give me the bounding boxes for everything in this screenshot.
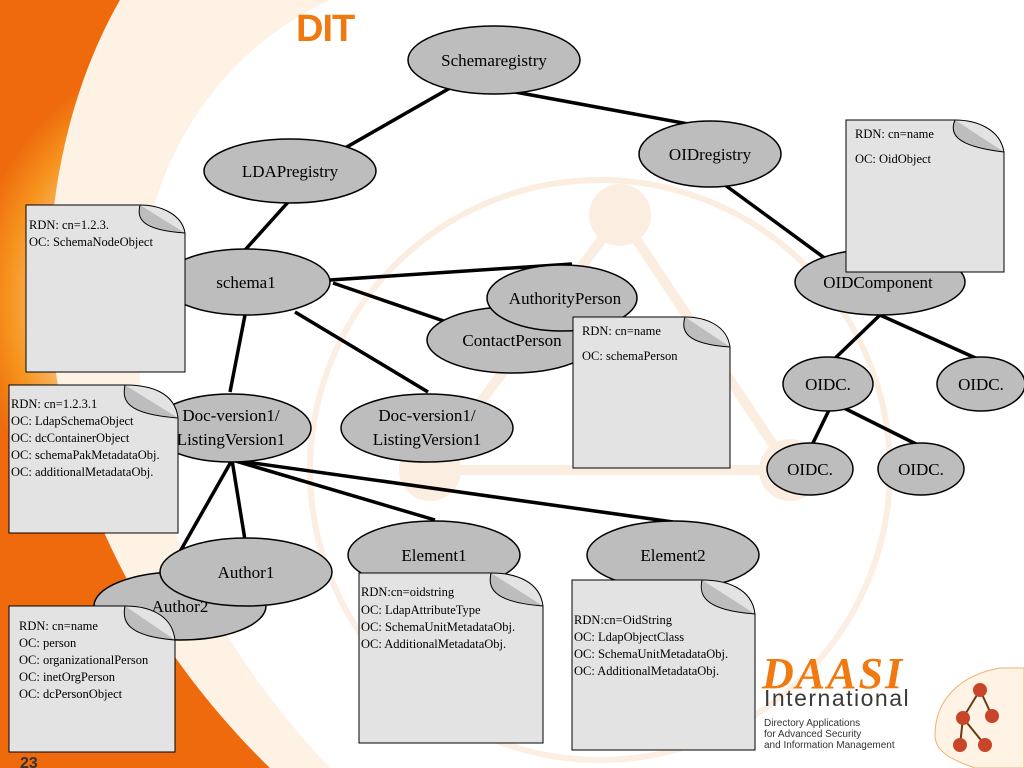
note-oid: RDN: cn=name OC: OidObject <box>845 119 1005 273</box>
node-oidc-4: OIDC. <box>877 442 965 496</box>
edge-doc1-element2 <box>231 458 674 524</box>
tree-nodes: Schemaregistry LDAPregistry OIDregistry … <box>93 25 1024 641</box>
svg-text:OC: OidObject: OC: OidObject <box>855 152 932 166</box>
logo-name: DAASI <box>761 649 904 698</box>
svg-text:Author2: Author2 <box>152 597 209 616</box>
node-oidc-1: OIDC. <box>782 356 874 412</box>
svg-text:RDN: cn=1.2.3.: RDN: cn=1.2.3. <box>29 218 109 232</box>
svg-text:OC: schemaPakMetadataObj.: OC: schemaPakMetadataObj. <box>11 448 160 462</box>
svg-text:ContactPerson: ContactPerson <box>462 331 562 350</box>
page-number: 23 <box>20 755 38 768</box>
svg-text:ListingVersion1: ListingVersion1 <box>373 430 482 449</box>
svg-text:OC: SchemaUnitMetadataObj.: OC: SchemaUnitMetadataObj. <box>361 620 515 634</box>
edge-schemaregistry-ldapregistry <box>344 86 451 150</box>
note-author: RDN: cn=name OC: person OC: organization… <box>8 605 176 753</box>
logo-tagline-2: for Advanced Security <box>764 729 861 740</box>
edge-oidcomponent-oidc2 <box>879 313 981 362</box>
note-person: RDN: cn=name OC: schemaPerson <box>572 316 731 469</box>
svg-text:OC: LdapSchemaObject: OC: LdapSchemaObject <box>11 414 134 428</box>
svg-text:OIDC.: OIDC. <box>805 375 851 394</box>
svg-text:OC: SchemaUnitMetadataObj.: OC: SchemaUnitMetadataObj. <box>574 647 728 661</box>
svg-text:LDAPregistry: LDAPregistry <box>242 162 339 181</box>
svg-text:AuthorityPerson: AuthorityPerson <box>509 289 622 308</box>
edge-ldapregistry-schema1 <box>243 198 292 252</box>
svg-text:OC: LdapObjectClass: OC: LdapObjectClass <box>574 630 684 644</box>
svg-text:Author1: Author1 <box>218 563 275 582</box>
svg-text:RDN:cn=oidstring: RDN:cn=oidstring <box>361 585 455 599</box>
svg-text:OIDComponent: OIDComponent <box>823 273 933 292</box>
note-element1: RDN:cn=oidstring OC: LdapAttributeType O… <box>358 572 544 744</box>
svg-text:Doc-version1/: Doc-version1/ <box>378 406 476 425</box>
node-authorityperson: AuthorityPerson <box>486 264 638 332</box>
svg-text:OIDC.: OIDC. <box>787 460 833 479</box>
edge-oidcomponent-oidc1 <box>826 313 882 367</box>
orange-swoosh <box>0 0 270 768</box>
node-oidregistry: OIDregistry <box>638 120 782 188</box>
edge-schema1-doc2 <box>294 310 429 394</box>
svg-text:OC: inetOrgPerson: OC: inetOrgPerson <box>19 670 116 684</box>
svg-text:OIDC.: OIDC. <box>898 460 944 479</box>
orange-swoosh-light <box>49 0 331 768</box>
note-element2: RDN:cn=OidString OC: LdapObjectClass OC:… <box>571 579 756 751</box>
node-author1: Author1 <box>159 537 333 607</box>
svg-text:OC: LdapAttributeType: OC: LdapAttributeType <box>361 603 481 617</box>
svg-text:OC: organizationalPerson: OC: organizationalPerson <box>19 653 149 667</box>
svg-text:RDN: cn=name: RDN: cn=name <box>582 324 661 338</box>
svg-text:Doc-version1/: Doc-version1/ <box>182 406 280 425</box>
svg-text:OIDC.: OIDC. <box>958 375 1004 394</box>
edge-doc1-element1 <box>231 458 436 522</box>
node-oidc-3: OIDC. <box>766 442 854 496</box>
note-doc: RDN: cn=1.2.3.1 OC: LdapSchemaObject OC:… <box>8 384 179 534</box>
edge-doc1-author1 <box>230 459 247 541</box>
node-element2: Element2 <box>586 520 760 590</box>
svg-text:Element2: Element2 <box>640 546 705 565</box>
svg-text:OC: schemaPerson: OC: schemaPerson <box>582 349 678 363</box>
svg-text:Schemaregistry: Schemaregistry <box>441 51 547 70</box>
logo-subname: International <box>764 685 910 711</box>
logo-tagline-1: Directory Applications <box>764 718 860 729</box>
svg-text:OC: dcPersonObject: OC: dcPersonObject <box>19 687 123 701</box>
svg-text:ListingVersion1: ListingVersion1 <box>177 430 286 449</box>
edge-schemaregistry-oidregistry <box>514 90 711 130</box>
svg-text:RDN: cn=1.2.3.1: RDN: cn=1.2.3.1 <box>11 397 97 411</box>
logo-molecule-icon <box>934 667 1024 768</box>
svg-text:OC: dcContainerObject: OC: dcContainerObject <box>11 431 130 445</box>
node-schemaregistry: Schemaregistry <box>407 25 581 95</box>
node-doc-version1-b: Doc-version1/ ListingVersion1 <box>340 393 514 463</box>
edge-schema1-doc1 <box>228 314 247 393</box>
daasi-logo: DAASI International Directory Applicatio… <box>761 649 1024 768</box>
node-schema1: schema1 <box>161 248 331 316</box>
svg-text:OC: additionalMetadataObj.: OC: additionalMetadataObj. <box>11 465 153 479</box>
node-ldapregistry: LDAPregistry <box>203 138 377 204</box>
svg-text:RDN: cn=name: RDN: cn=name <box>855 127 934 141</box>
slide-title: DIT <box>296 8 355 50</box>
svg-text:Element1: Element1 <box>401 546 466 565</box>
svg-text:OC: AdditionalMetadataObj.: OC: AdditionalMetadataObj. <box>574 664 719 678</box>
svg-text:OC: person: OC: person <box>19 636 77 650</box>
edge-oidc1-oidc4 <box>841 405 919 447</box>
logo-tagline-3: and Information Management <box>764 740 895 751</box>
svg-text:RDN: cn=name: RDN: cn=name <box>19 619 98 633</box>
edge-schema1-authorityperson <box>329 262 573 282</box>
svg-text:OC: SchemaNodeObject: OC: SchemaNodeObject <box>29 235 153 249</box>
svg-text:RDN:cn=OidString: RDN:cn=OidString <box>574 613 673 627</box>
edge-oidregistry-oidcomponent <box>723 183 832 264</box>
svg-text:OC: AdditionalMetadataObj.: OC: AdditionalMetadataObj. <box>361 637 506 651</box>
node-oidc-2: OIDC. <box>936 356 1024 412</box>
svg-text:OIDregistry: OIDregistry <box>669 145 752 164</box>
svg-text:schema1: schema1 <box>216 273 275 292</box>
edge-oidc1-oidc3 <box>810 407 832 446</box>
note-schema: RDN: cn=1.2.3. OC: SchemaNodeObject <box>25 204 186 373</box>
notes: RDN: cn=name OC: OidObject RDN: cn=1.2.3… <box>8 119 1005 753</box>
